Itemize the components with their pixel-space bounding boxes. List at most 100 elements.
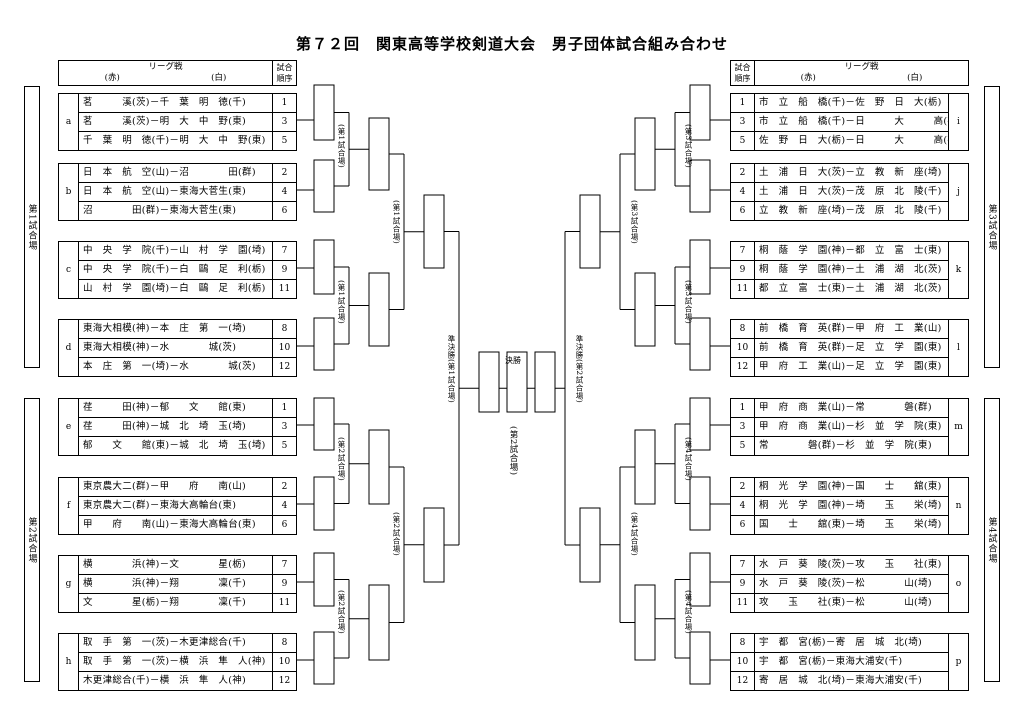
final-label: 決勝 [505, 356, 521, 365]
match-text: 文 星(栃)－翔 凜(千) [78, 593, 273, 613]
match-order: 11 [272, 279, 297, 299]
round1-box [313, 631, 335, 685]
round1-box [689, 239, 711, 295]
match-order: 5 [730, 131, 755, 151]
match-text: 甲 府 南(山)－東海大高輪台(東) [78, 515, 273, 535]
match-row: 本 庄 第 一(埼)－水 城(茨)12 [59, 357, 297, 377]
left-header: リーグ戦 (赤)(白) 試合 順序 [58, 60, 297, 86]
group-label: l [948, 319, 969, 377]
group-label: i [948, 93, 969, 151]
match-order: 5 [272, 131, 297, 151]
round1-box [689, 397, 711, 451]
match-row: 沼 田(群)－東海大菅生(東)6 [59, 201, 297, 221]
round1-venue1-label-2: (第1試合場) [337, 280, 346, 325]
match-order: 5 [272, 436, 297, 456]
match-order: 12 [272, 671, 297, 691]
match-row: 横 浜(神)－翔 凜(千)9 [59, 574, 297, 594]
round2-venue2-label: (第2試合場) [392, 512, 401, 557]
venue-3-box: 第3試合場 [984, 86, 1000, 368]
round1-venue4-label: (第4試合場) [684, 437, 693, 482]
final-box [506, 351, 528, 413]
order-label: 試合 順序 [730, 60, 755, 86]
group-label: m [948, 398, 969, 456]
round1-box [313, 476, 335, 531]
match-text: 立 教 新 座(埼)－茂 原 北 陵(千) [754, 201, 949, 221]
match-text: 佐 野 日 大(栃)－日 大 高(神) [754, 131, 949, 151]
round1-box [313, 552, 335, 607]
group-label: n [948, 477, 969, 535]
league-header: リーグ戦 (赤)(白) [58, 60, 273, 86]
round1-box [313, 397, 335, 451]
match-text: 都 立 富 士(東)－土 浦 湖 北(茨) [754, 279, 949, 299]
venue-4-label: 第4試合場 [986, 516, 997, 564]
page-title: 第７２回 関東高等学校剣道大会 男子団体試合組み合わせ [295, 35, 728, 53]
final-venue-label: (第2試合場) [508, 426, 518, 476]
match-row: 中 央 学 院(千)－白 鷗 足 利(栃)9 [59, 260, 297, 280]
round1-box [313, 317, 335, 371]
semifinal-right-box [534, 351, 556, 413]
match-row: 文 星(栃)－翔 凜(千)11 [59, 593, 297, 613]
semifinal-left-box [478, 351, 500, 413]
match-text: 千 葉 明 徳(千)－明 大 中 野(東) [78, 131, 273, 151]
venue-4-box: 第4試合場 [984, 398, 1000, 682]
match-text: 甲 府 工 業(山)－足 立 学 園(東) [754, 357, 949, 377]
round1-venue2-label-2: (第2試合場) [337, 590, 346, 635]
round1-box [689, 159, 711, 213]
match-order: 12 [272, 357, 297, 377]
round3-box [423, 507, 445, 583]
match-row: 東京農大二(群)－東海大高輪台(東)4 [59, 496, 297, 516]
round1-box [689, 552, 711, 607]
venue-3-label: 第3試合場 [986, 203, 997, 251]
league-label: リーグ戦 [844, 62, 879, 72]
venue-2-label: 第2試合場 [26, 516, 37, 564]
venue-1-label: 第1試合場 [26, 203, 37, 251]
match-row: 甲 府 南(山)－東海大高輪台(東)6 [59, 515, 297, 535]
match-text: 木更津総合(千)－横 浜 隼 人(神) [78, 671, 273, 691]
round1-box [313, 84, 335, 141]
round1-venue3-label: (第3試合場) [684, 124, 693, 169]
match-row: 郁 文 館(東)－城 北 埼 玉(埼)5 [59, 436, 297, 456]
round2-box [634, 117, 656, 191]
red-label: (赤) [800, 73, 816, 83]
round1-venue1-label: (第1試合場) [337, 124, 346, 169]
semifinal-right-label: 準決勝(第2試合場) [575, 335, 584, 404]
match-row: 千 葉 明 徳(千)－明 大 中 野(東)5 [59, 131, 297, 151]
match-order: 6 [272, 515, 297, 535]
match-text: 本 庄 第 一(埼)－水 城(茨) [78, 357, 273, 377]
round1-box [313, 239, 335, 295]
round1-box [689, 631, 711, 685]
red-label: (赤) [104, 73, 120, 83]
match-order: 11 [272, 593, 297, 613]
venue-2-box: 第2試合場 [24, 398, 40, 682]
league-header: リーグ戦 (赤)(白) [754, 60, 969, 86]
venue-1-box: 第1試合場 [24, 86, 40, 368]
round2-box [368, 584, 390, 661]
